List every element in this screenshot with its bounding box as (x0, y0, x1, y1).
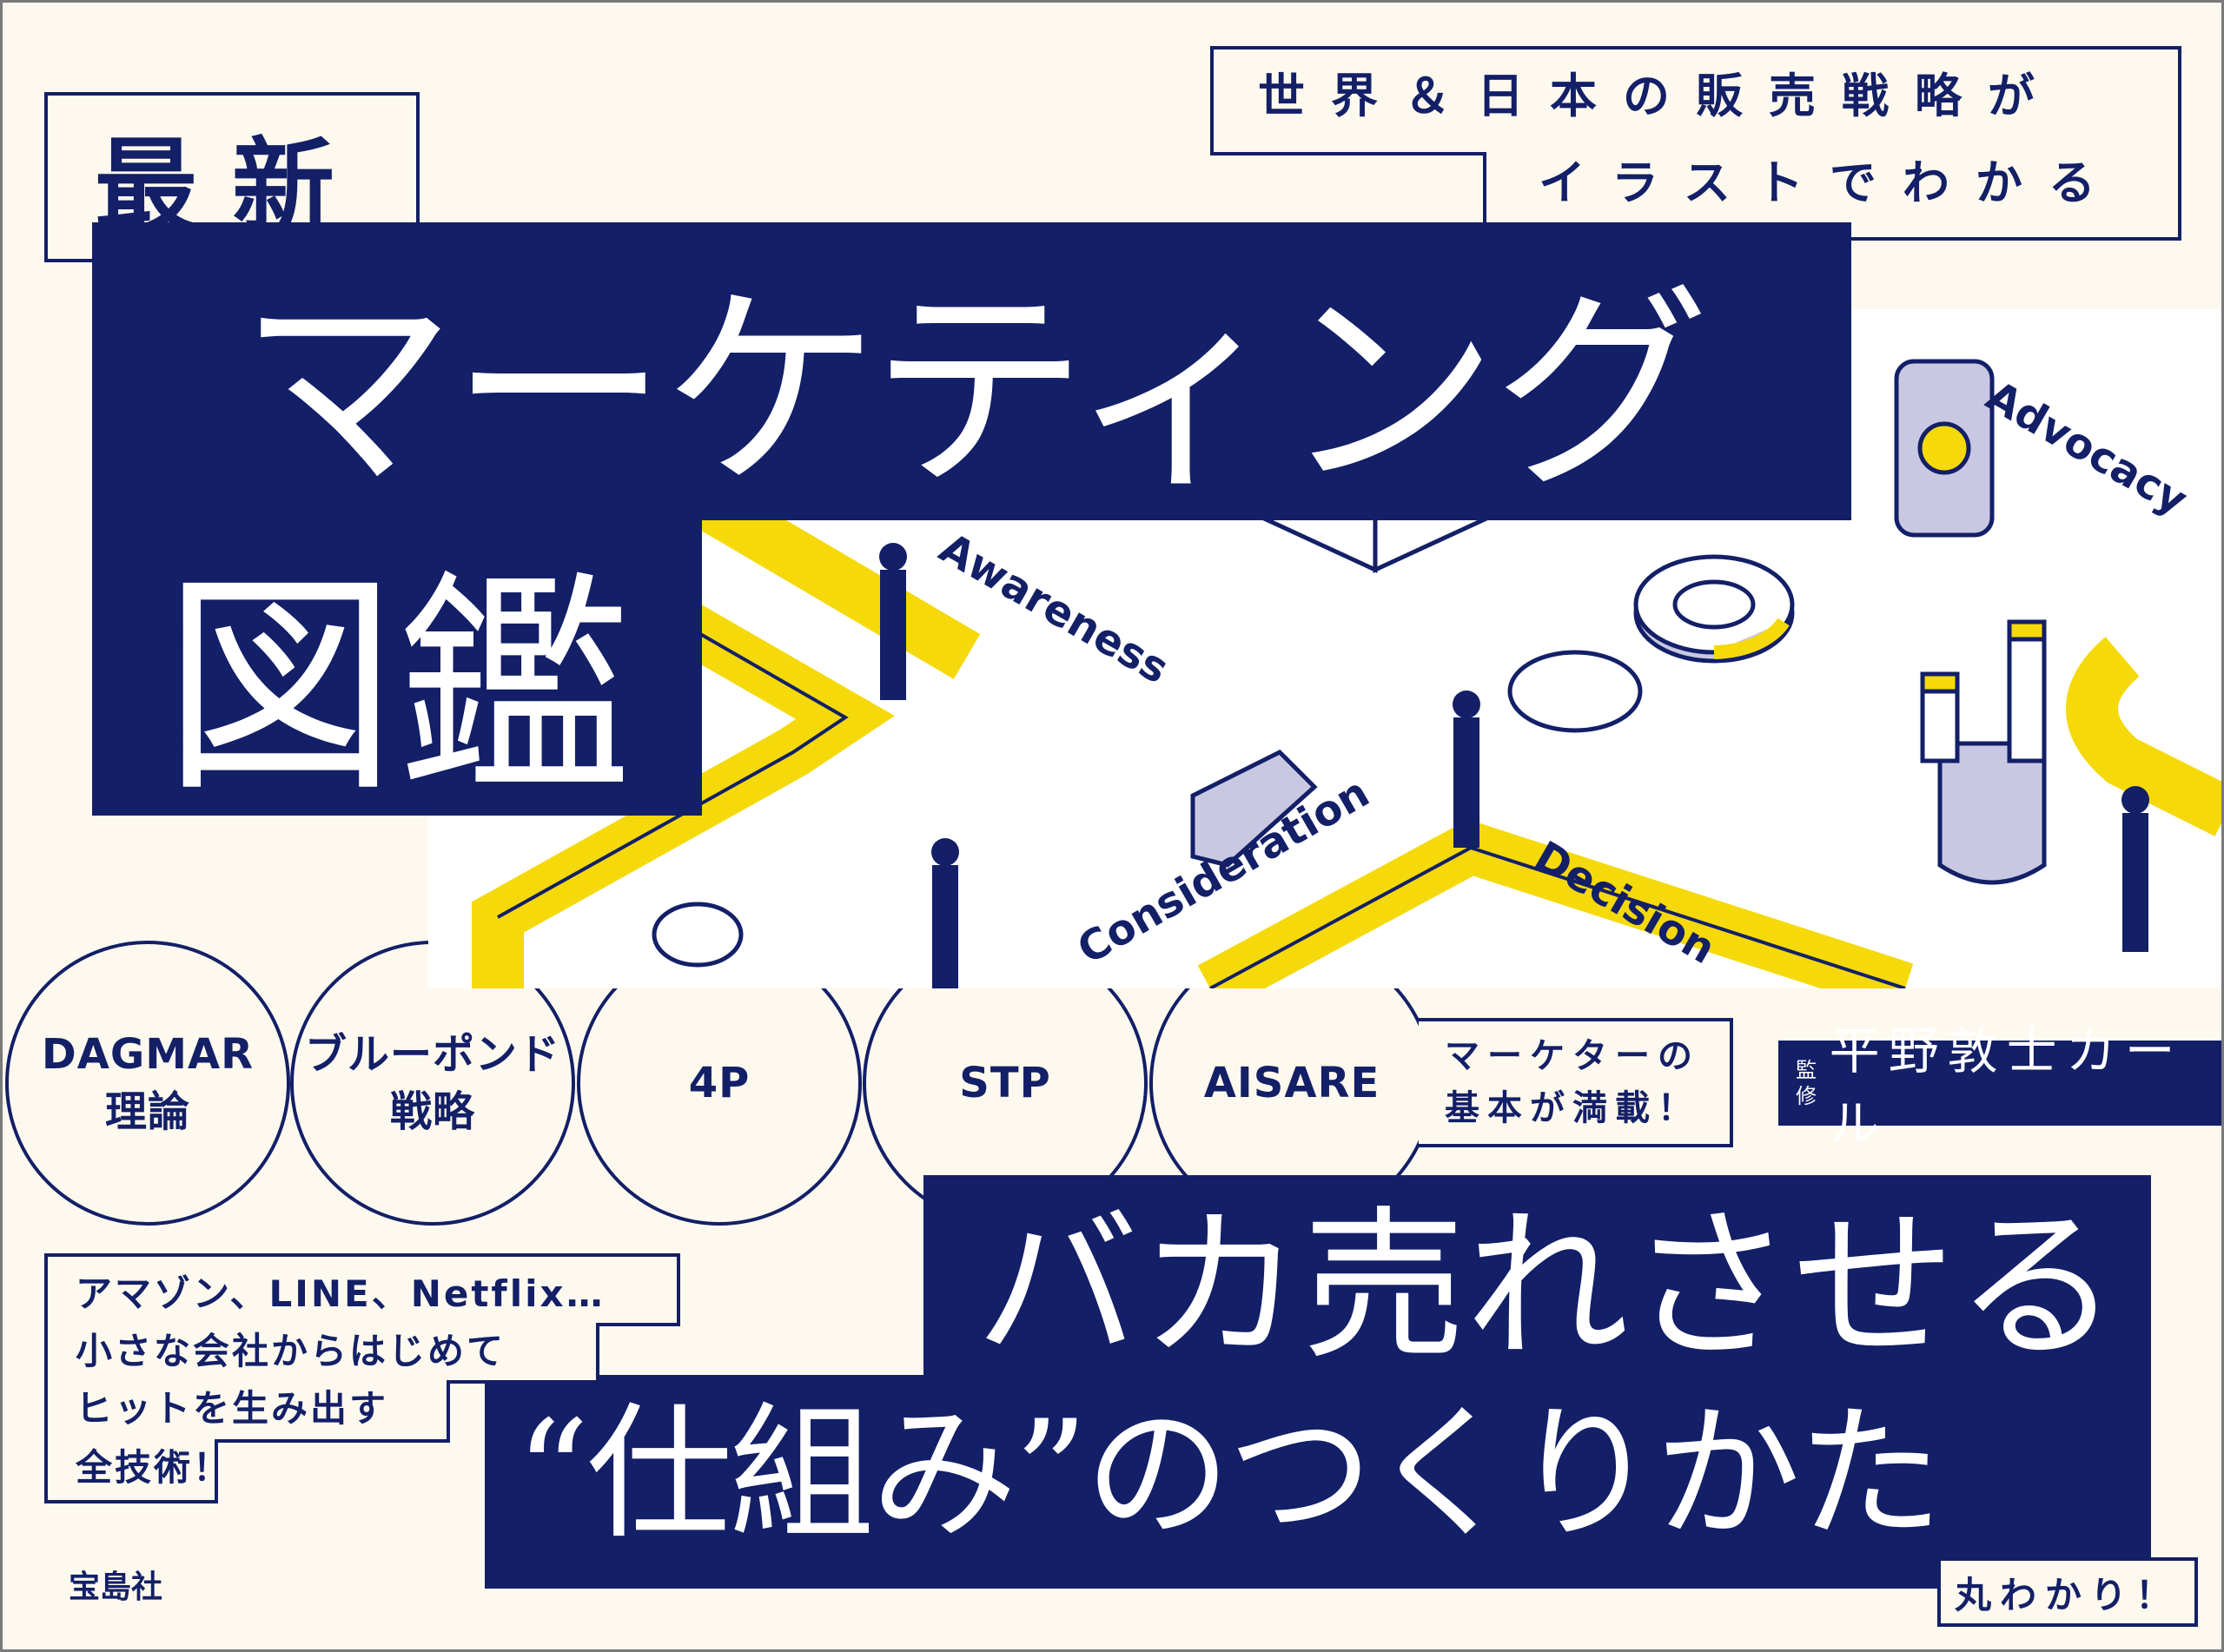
label-awareness: Awareness (931, 524, 1177, 693)
label-advocacy: Advocacy (1978, 372, 2195, 525)
headline-tag: 丸わかり！ (1937, 1557, 2198, 1627)
pie-chart-icon (1633, 554, 1795, 664)
topic-text: 理論 (104, 1087, 190, 1136)
lead-line1: アマゾン、LINE、Netflix… (76, 1272, 606, 1315)
title-zukan: 図鑑 (92, 518, 702, 824)
price-tag-icon (1190, 749, 1318, 868)
supervisor-name: 平野敦士カール (1829, 1021, 2184, 1153)
tagline-line2: イラストでわかる (1539, 155, 2121, 210)
topic-text: 4P (688, 1059, 751, 1107)
headline-line2: “仕組み”のつくりかた (515, 1389, 1943, 1559)
publisher-logo: 宝島社 (69, 1569, 163, 1605)
basics-callout: マーケターの 基本が満載！ (1419, 1018, 1733, 1147)
topic-text: 戦略 (389, 1087, 475, 1136)
magnet-hand-icon (1920, 619, 2047, 885)
supervisor-banner: 監修 平野敦士カール (1778, 1021, 2221, 1153)
person-figures (879, 543, 2149, 988)
speech-bubble-icon (652, 650, 1643, 968)
basics-line1: マーケターの (1445, 1036, 1700, 1076)
lead-line2: 小さな会社からはじめて (76, 1330, 506, 1372)
topic-text: AISARE (1203, 1059, 1380, 1107)
title-marketing: マーケティング (92, 222, 1851, 520)
tagline-line1: 世界＆日本の販売戦略が (1258, 69, 2061, 123)
topic-dagmar: DAGMAR 理論 (5, 941, 290, 1226)
supervisor-label: 監修 (1796, 1058, 1817, 1108)
topic-text: STP (959, 1059, 1051, 1107)
smartphone-icon (1894, 359, 1995, 538)
basics-line2: 基本が満載！ (1445, 1088, 1700, 1128)
lead-line3: ヒットを生み出す (76, 1387, 389, 1430)
topic-text: DAGMAR (41, 1030, 255, 1079)
book-cover: DAGMAR 理論 ブルーポンド戦略 4P STP AISARE (3, 3, 2221, 1649)
headline-line1: バカ売れさせる (976, 1192, 2119, 1382)
headline-block (485, 1175, 2151, 1589)
lead-line4: 全技術！ (76, 1446, 233, 1489)
lead-frame (44, 1253, 680, 1503)
topic-text: ブルーポンド (304, 1030, 560, 1079)
